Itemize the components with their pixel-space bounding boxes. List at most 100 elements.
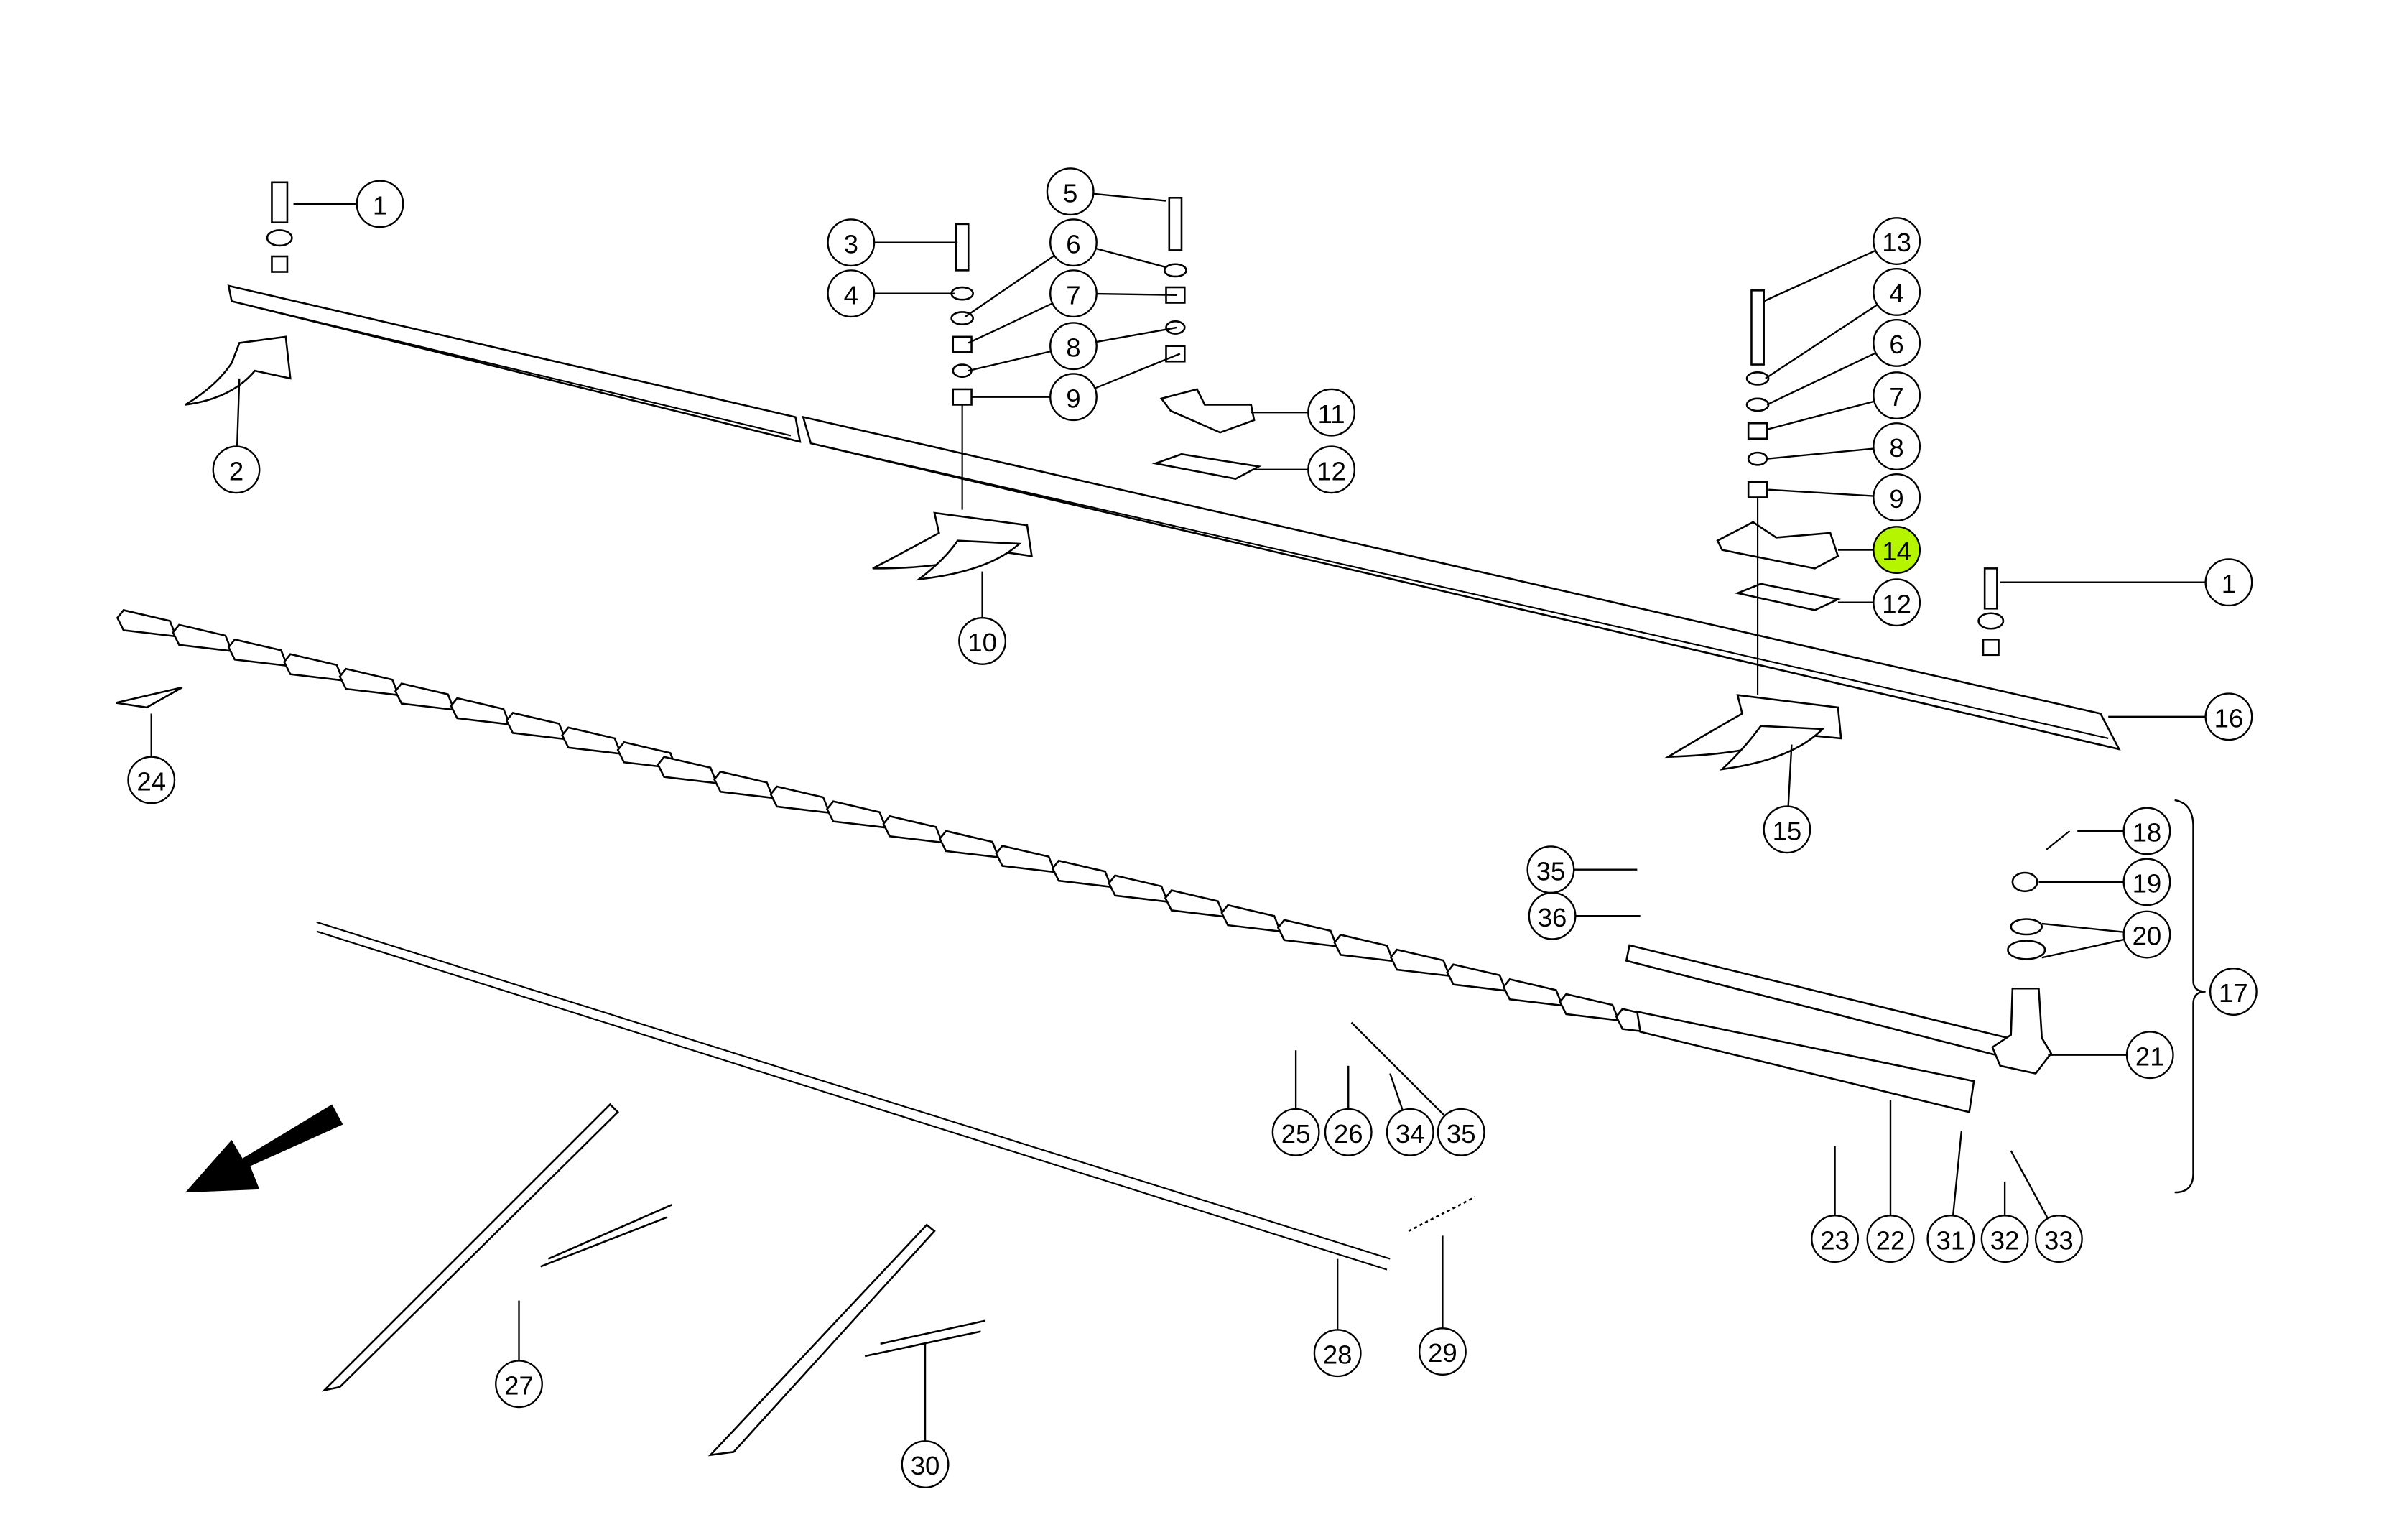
callout-35[interactable]: 35: [1437, 1108, 1485, 1156]
knife-section: [713, 770, 775, 799]
callout-16[interactable]: 16: [2204, 692, 2253, 741]
callout-number: 1: [373, 191, 387, 221]
callout-12[interactable]: 12: [1873, 578, 1921, 627]
callout-circle: [1046, 167, 1095, 216]
leader-line: [1093, 192, 1166, 202]
callout-1[interactable]: 1: [2204, 558, 2253, 607]
callout-11[interactable]: 11: [1307, 388, 1356, 437]
leader-line: [1787, 744, 1793, 807]
callout-1[interactable]: 1: [356, 180, 404, 228]
guard-30: [707, 1223, 986, 1457]
callout-number: 15: [1773, 816, 1802, 845]
knife-section: [172, 623, 233, 652]
callout-circle: [1873, 268, 1921, 316]
callout-19[interactable]: 19: [2122, 858, 2171, 906]
callout-33[interactable]: 33: [2034, 1215, 2083, 1263]
callout-number: 17: [2219, 978, 2248, 1008]
knife-sections: [116, 609, 1677, 1036]
finger-guard-10: [872, 511, 1033, 581]
callout-8[interactable]: 8: [1873, 422, 1921, 470]
callout-32[interactable]: 32: [1980, 1215, 2029, 1263]
callout-20[interactable]: 20: [2122, 910, 2171, 959]
callout-number: 36: [1538, 903, 1567, 932]
callout-number: 5: [1063, 178, 1077, 208]
callout-number: 32: [1990, 1225, 2020, 1255]
knife-section: [227, 638, 289, 667]
callout-7[interactable]: 7: [1049, 269, 1098, 318]
callout-circle: [1528, 891, 1577, 940]
callout-number: 9: [1066, 384, 1080, 413]
callout-18[interactable]: 18: [2122, 807, 2171, 855]
callout-23[interactable]: 23: [1811, 1215, 1860, 1263]
knife-section: [1333, 933, 1395, 962]
callout-number: 8: [1066, 333, 1080, 362]
callout-26[interactable]: 26: [1324, 1108, 1373, 1156]
callout-number: 22: [1876, 1225, 1906, 1255]
callout-4[interactable]: 4: [1873, 268, 1921, 316]
knife-section: [1446, 963, 1508, 992]
knife-head: [1991, 830, 2071, 1075]
callout-circle: [1437, 1108, 1485, 1156]
leader-line: [2010, 1150, 2049, 1219]
callout-14[interactable]: 14: [1873, 526, 1921, 575]
callout-circle: [2122, 858, 2171, 906]
callout-10[interactable]: 10: [958, 617, 1007, 665]
callout-27[interactable]: 27: [495, 1360, 543, 1409]
callout-4[interactable]: 4: [827, 269, 876, 318]
leader-line: [1763, 249, 1876, 302]
knife-section: [116, 609, 178, 638]
callout-circle: [1386, 1108, 1434, 1156]
leader-line: [1096, 326, 1177, 343]
knife-section: [338, 667, 400, 697]
callout-9[interactable]: 9: [1873, 473, 1921, 521]
callout-13[interactable]: 13: [1873, 217, 1921, 265]
knife-section: [882, 815, 944, 844]
callout-circle: [1307, 388, 1356, 437]
finger-guard-2: [185, 335, 292, 406]
callout-number: 30: [911, 1451, 940, 1480]
callout-9[interactable]: 9: [1049, 373, 1098, 422]
callout-25[interactable]: 25: [1271, 1108, 1320, 1156]
callout-6[interactable]: 6: [1049, 218, 1098, 267]
callout-35[interactable]: 35: [1526, 845, 1575, 894]
callout-circle: [1763, 805, 1811, 854]
callout-24[interactable]: 24: [127, 756, 176, 804]
callout-number: 8: [1889, 433, 1903, 463]
callout-7[interactable]: 7: [1873, 371, 1921, 419]
callout-15[interactable]: 15: [1763, 805, 1811, 854]
callout-circle: [1049, 218, 1098, 267]
leader-line: [965, 254, 1055, 317]
callout-34[interactable]: 34: [1386, 1108, 1434, 1156]
callout-22[interactable]: 22: [1866, 1215, 1915, 1263]
callout-17[interactable]: 17: [2209, 968, 2258, 1016]
callout-21[interactable]: 21: [2125, 1031, 2174, 1080]
callout-8[interactable]: 8: [1049, 322, 1098, 371]
callout-circle: [1873, 318, 1921, 367]
callout-number: 6: [1066, 229, 1080, 259]
knife-section: [1108, 874, 1169, 903]
callout-36[interactable]: 36: [1528, 891, 1577, 940]
callout-28[interactable]: 28: [1313, 1329, 1362, 1378]
knife-section: [938, 830, 1001, 859]
callout-6[interactable]: 6: [1873, 318, 1921, 367]
fastener-stack-left: [266, 181, 2005, 695]
callout-31[interactable]: 31: [1926, 1215, 1975, 1263]
callout-circle: [1418, 1327, 1467, 1376]
callout-12[interactable]: 12: [1307, 445, 1356, 494]
callout-circle: [1271, 1108, 1320, 1156]
callout-number: 7: [1066, 280, 1080, 310]
callout-30[interactable]: 30: [901, 1440, 950, 1489]
callout-29[interactable]: 29: [1418, 1327, 1467, 1376]
finger-guard-15: [1664, 694, 1842, 771]
leader-line: [2041, 922, 2124, 933]
callout-5[interactable]: 5: [1046, 167, 1095, 216]
leader-line: [1094, 353, 1181, 389]
callout-circle: [2034, 1215, 2083, 1263]
callout-number: 25: [1281, 1119, 1311, 1149]
callout-3[interactable]: 3: [827, 218, 876, 267]
callout-circle: [2209, 968, 2258, 1016]
leader-line: [2041, 938, 2125, 959]
callout-circle: [958, 617, 1007, 665]
callout-number: 6: [1889, 330, 1903, 359]
callout-2[interactable]: 2: [212, 445, 261, 494]
